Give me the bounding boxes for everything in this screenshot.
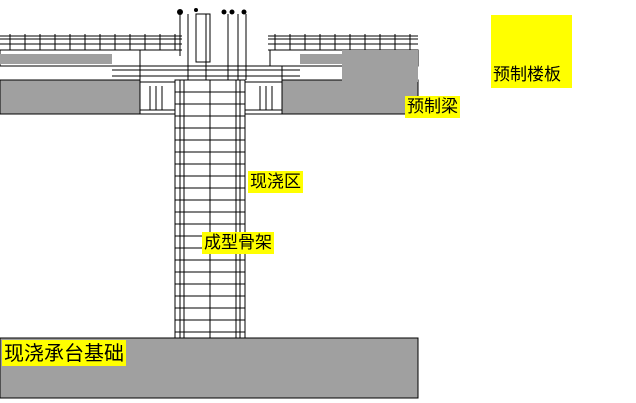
label-rebar-cage: 成型骨架 [202, 232, 274, 254]
label-precast-beam: 预制梁 [405, 96, 460, 118]
label-precast-slab: 预制楼板 [493, 65, 561, 85]
beam-ledge-right [342, 50, 418, 82]
bar-ends [177, 8, 247, 15]
precast-beam-left [0, 79, 141, 115]
slab-rebar-left [0, 34, 182, 51]
label-pile-cap: 现浇承台基础 [2, 340, 126, 366]
column-stirrups [175, 91, 245, 333]
slab-rebar-right [268, 34, 418, 51]
column-rebar-vertical [179, 80, 241, 338]
slab-concrete-left [0, 54, 112, 64]
precast-beam-right [281, 79, 419, 115]
slab-label-highlight [491, 15, 572, 88]
starter-bars-top [179, 10, 247, 80]
label-cast-in-place-zone: 现浇区 [248, 171, 303, 193]
